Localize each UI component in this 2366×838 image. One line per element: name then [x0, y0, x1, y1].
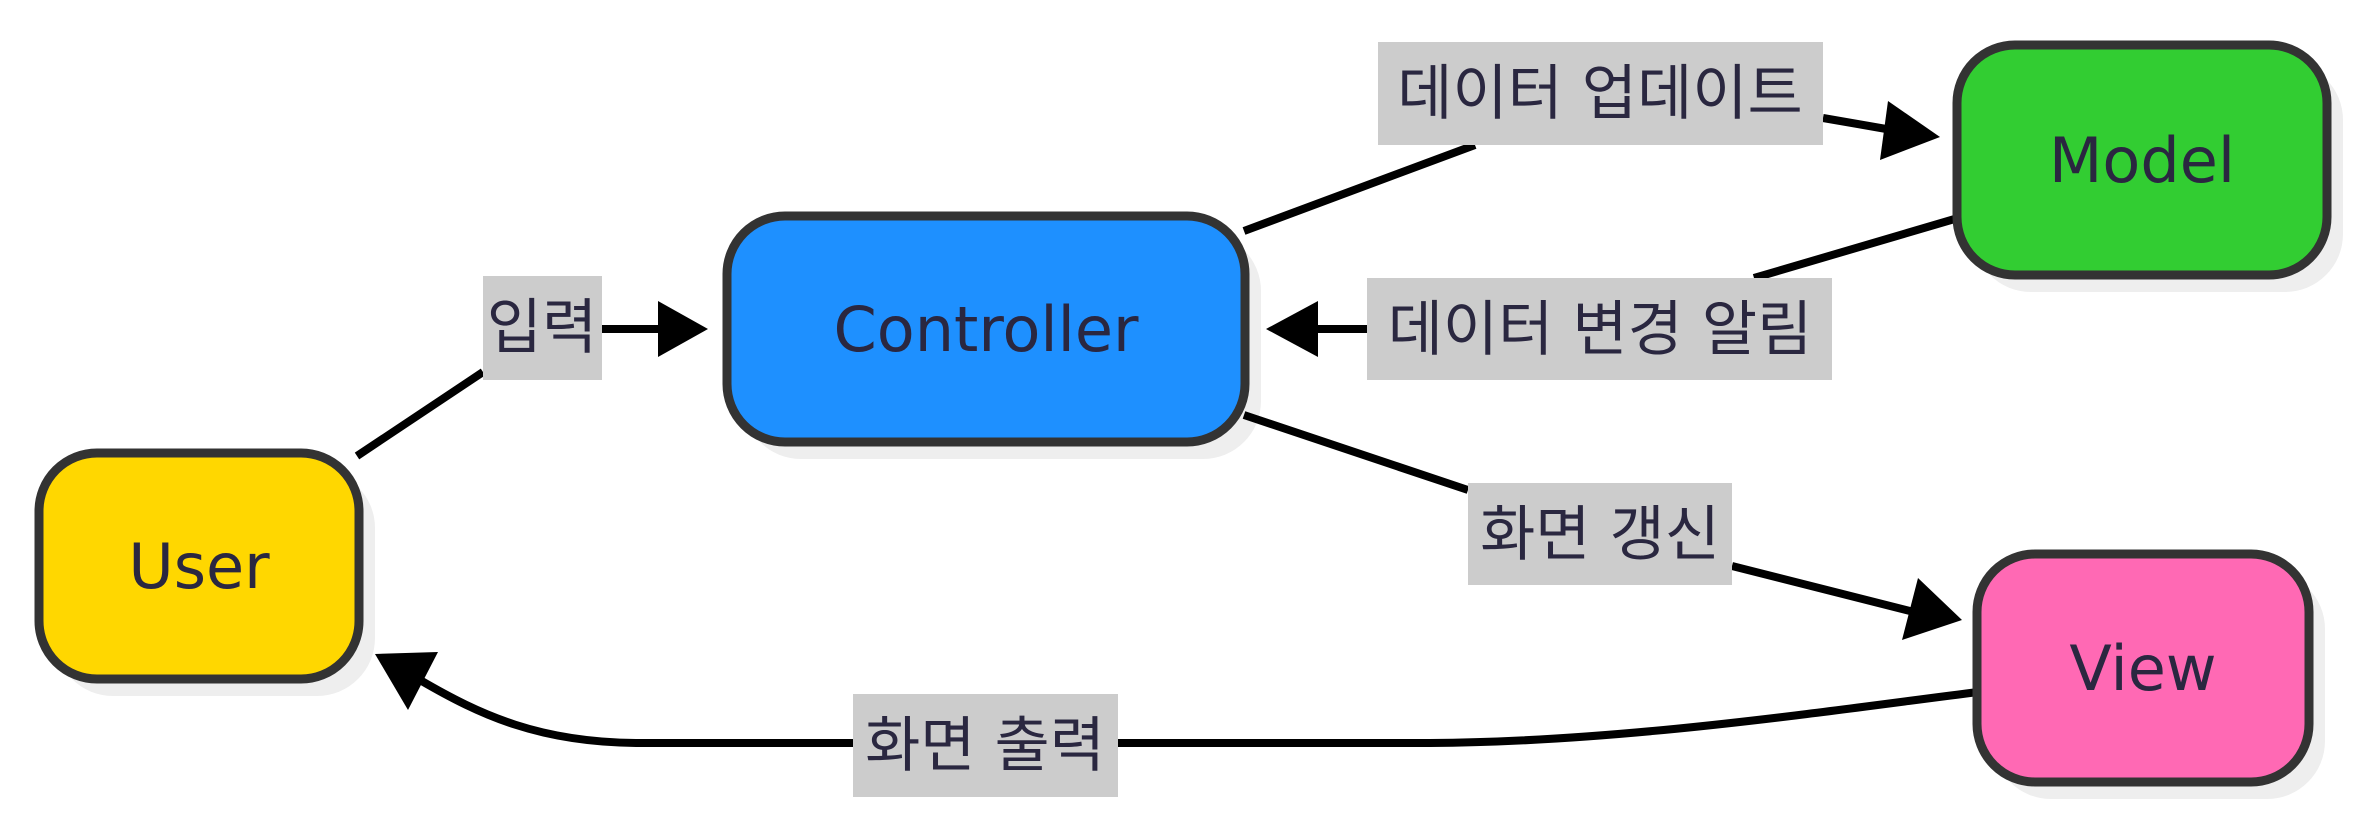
edge-label-controller-view: 화면 갱신	[1468, 483, 1732, 585]
edge-controller-model[interactable]	[1242, 114, 1893, 235]
edges	[354, 101, 1979, 747]
nodes: User Controller Model View	[34, 40, 2332, 787]
edge-user-controller[interactable]	[354, 325, 660, 460]
user-node[interactable]: User	[34, 448, 364, 684]
svg-text:Model: Model	[2049, 124, 2235, 197]
controller-node[interactable]: Controller	[722, 211, 1250, 447]
svg-text:데이터 업데이트: 데이터 업데이트	[1397, 59, 1802, 129]
edge-label-model-controller: 데이터 변경 알림	[1367, 278, 1832, 380]
edge-label-view-user: 화면 출력	[853, 694, 1118, 797]
edge-labels: 입력 데이터 업데이트 데이터 변경 알림 화면 갱신 화면 출력	[483, 42, 1832, 797]
svg-text:Controller: Controller	[834, 293, 1139, 366]
edge-label-user-controller: 입력	[483, 276, 602, 380]
svg-text:User: User	[128, 530, 270, 603]
edge-label-controller-model: 데이터 업데이트	[1378, 42, 1823, 145]
svg-text:화면 출력: 화면 출력	[865, 711, 1105, 781]
arrowhead-model-controller	[1266, 301, 1318, 357]
view-node[interactable]: View	[1972, 549, 2314, 787]
model-node[interactable]: Model	[1952, 40, 2332, 280]
arrowhead-view-user	[375, 652, 438, 710]
svg-text:화면 갱신: 화면 갱신	[1480, 500, 1720, 570]
arrowhead-controller-view	[1902, 578, 1962, 640]
edge-view-user[interactable]	[417, 676, 1979, 747]
edge-model-controller[interactable]	[1315, 214, 1960, 333]
arrowhead-user-controller	[658, 301, 708, 357]
arrowhead-controller-model	[1880, 101, 1940, 160]
svg-text:입력: 입력	[487, 293, 597, 363]
svg-text:데이터 변경 알림: 데이터 변경 알림	[1388, 295, 1813, 365]
svg-text:View: View	[2069, 632, 2216, 705]
edge-controller-view[interactable]	[1242, 411, 1911, 615]
